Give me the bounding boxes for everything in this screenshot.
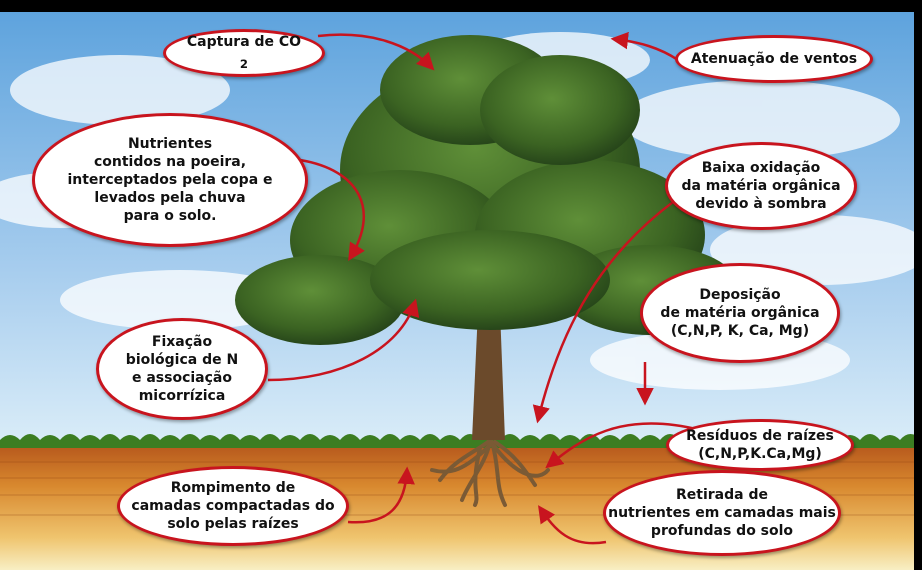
arrow-rompimento: [347, 466, 415, 524]
arrow-ventos: [610, 31, 679, 62]
label-residuos-text: Resíduos de raízes (C,N,P,K.Ca,Mg): [686, 428, 834, 462]
label-nutrientes-poeira: Nutrientes contidos na poeira, intercept…: [32, 113, 308, 247]
label-co2-subscript: 2: [239, 56, 249, 71]
label-rompimento-text: Rompimento de camadas compactadas do sol…: [131, 480, 335, 532]
label-atenuacao-ventos: Atenuação de ventos: [675, 35, 873, 83]
label-captura-co2-text: Captura de CO: [186, 34, 302, 51]
label-baixa-oxidacao-text: Baixa oxidação da matéria orgânica devid…: [681, 160, 841, 212]
arrow-fixacao: [267, 298, 420, 382]
label-residuos-raizes: Resíduos de raízes (C,N,P,K.Ca,Mg): [666, 419, 854, 471]
tree-trunk: [472, 310, 505, 440]
label-deposicao-text: Deposição de matéria orgânica (C,N,P, K,…: [660, 287, 820, 339]
label-rompimento-camadas: Rompimento de camadas compactadas do sol…: [117, 466, 349, 546]
label-retirada-nutrientes: Retirada de nutrientes em camadas mais p…: [603, 470, 841, 556]
top-bar: [0, 0, 922, 12]
label-deposicao-materia-organica: Deposição de matéria orgânica (C,N,P, K,…: [640, 263, 840, 363]
arrow-oxidacao: [532, 188, 691, 424]
arrow-retirada: [538, 505, 607, 545]
arrow-co2: [317, 33, 435, 71]
tree-roots: [430, 440, 550, 507]
arrow-nutrientes: [299, 158, 366, 261]
label-captura-co2: Captura de CO 2: [163, 29, 325, 77]
label-atenuacao-ventos-text: Atenuação de ventos: [690, 51, 858, 67]
label-baixa-oxidacao: Baixa oxidação da matéria orgânica devid…: [665, 142, 857, 230]
label-retirada-text: Retirada de nutrientes em camadas mais p…: [608, 487, 836, 539]
label-fixacao-text: Fixação biológica de N e associação mico…: [125, 334, 239, 404]
label-nutrientes-poeira-text: Nutrientes contidos na poeira, intercept…: [67, 136, 273, 224]
label-fixacao-biologica: Fixação biológica de N e associação mico…: [96, 318, 268, 420]
arrow-residuos: [545, 422, 701, 469]
right-edge: [914, 0, 922, 570]
